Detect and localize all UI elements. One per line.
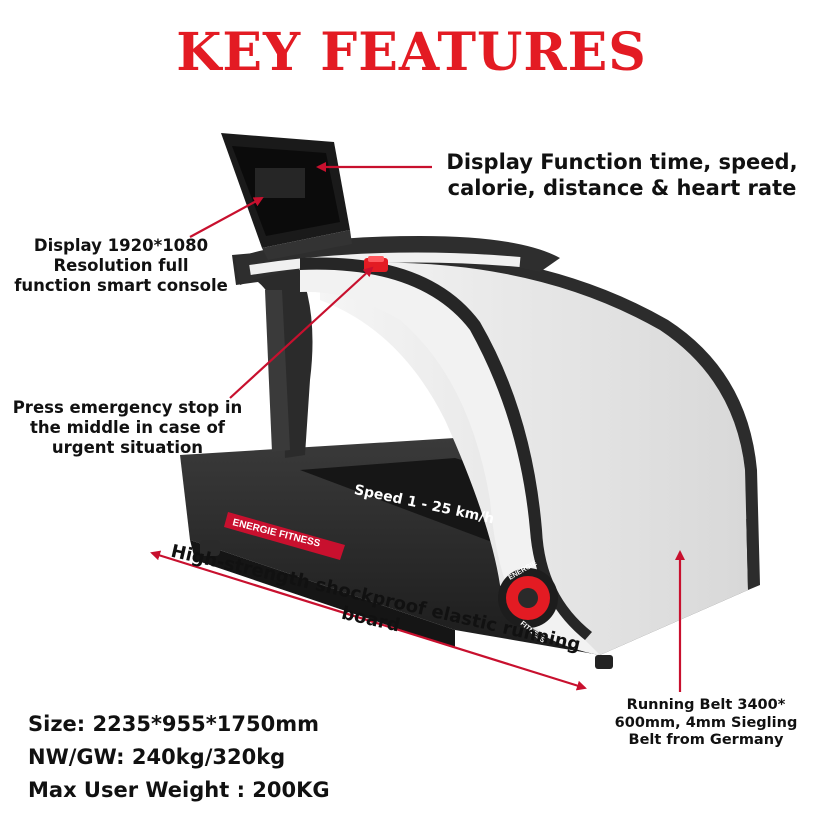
callout-line: Display 1920*1080 (33, 236, 209, 255)
side-panel-right (320, 250, 760, 655)
arrow-length-dimension (150, 550, 587, 691)
callout-line: the middle in case of (30, 418, 225, 438)
callout-line: Belt from Germany (628, 732, 784, 749)
arrow-emergency-stop (229, 266, 374, 399)
arrow-display-resolution (189, 197, 264, 238)
callout-line: 600mm, 4mm Siegling (614, 714, 798, 731)
callout-display-function: Display Function time, speed, calorie, d… (432, 150, 812, 201)
callout-line: calorie, distance & heart rate (447, 175, 797, 200)
callout-line: function smart console (14, 276, 228, 296)
callout-line: urgent situation (51, 438, 204, 458)
smart-console (221, 133, 352, 260)
spec-list: Size: 2235*955*1750mm NW/GW: 240kg/320kg… (28, 708, 330, 806)
callout-line: Press emergency stop in (12, 398, 243, 417)
callout-line: Resolution full (53, 256, 189, 276)
callout-display-resolution: Display 1920*1080 Resolution full functi… (0, 236, 242, 296)
emergency-stop-button (364, 256, 388, 272)
callout-running-belt: Running Belt 3400* 600mm, 4mm Siegling B… (595, 697, 817, 750)
spec-weight: NW/GW: 240kg/320kg (28, 744, 286, 769)
spec-max-user-weight: Max User Weight : 200KG (28, 777, 330, 802)
frame-left (232, 250, 313, 458)
page-title: KEY FEATURES (176, 22, 647, 83)
pointer-arrows (150, 162, 685, 692)
callout-line: Running Belt 3400* (626, 697, 786, 713)
callout-line: Display Function time, speed, (446, 150, 798, 174)
callout-emergency-stop: Press emergency stop in the middle in ca… (0, 398, 255, 458)
spec-size: Size: 2235*955*1750mm (28, 712, 319, 736)
